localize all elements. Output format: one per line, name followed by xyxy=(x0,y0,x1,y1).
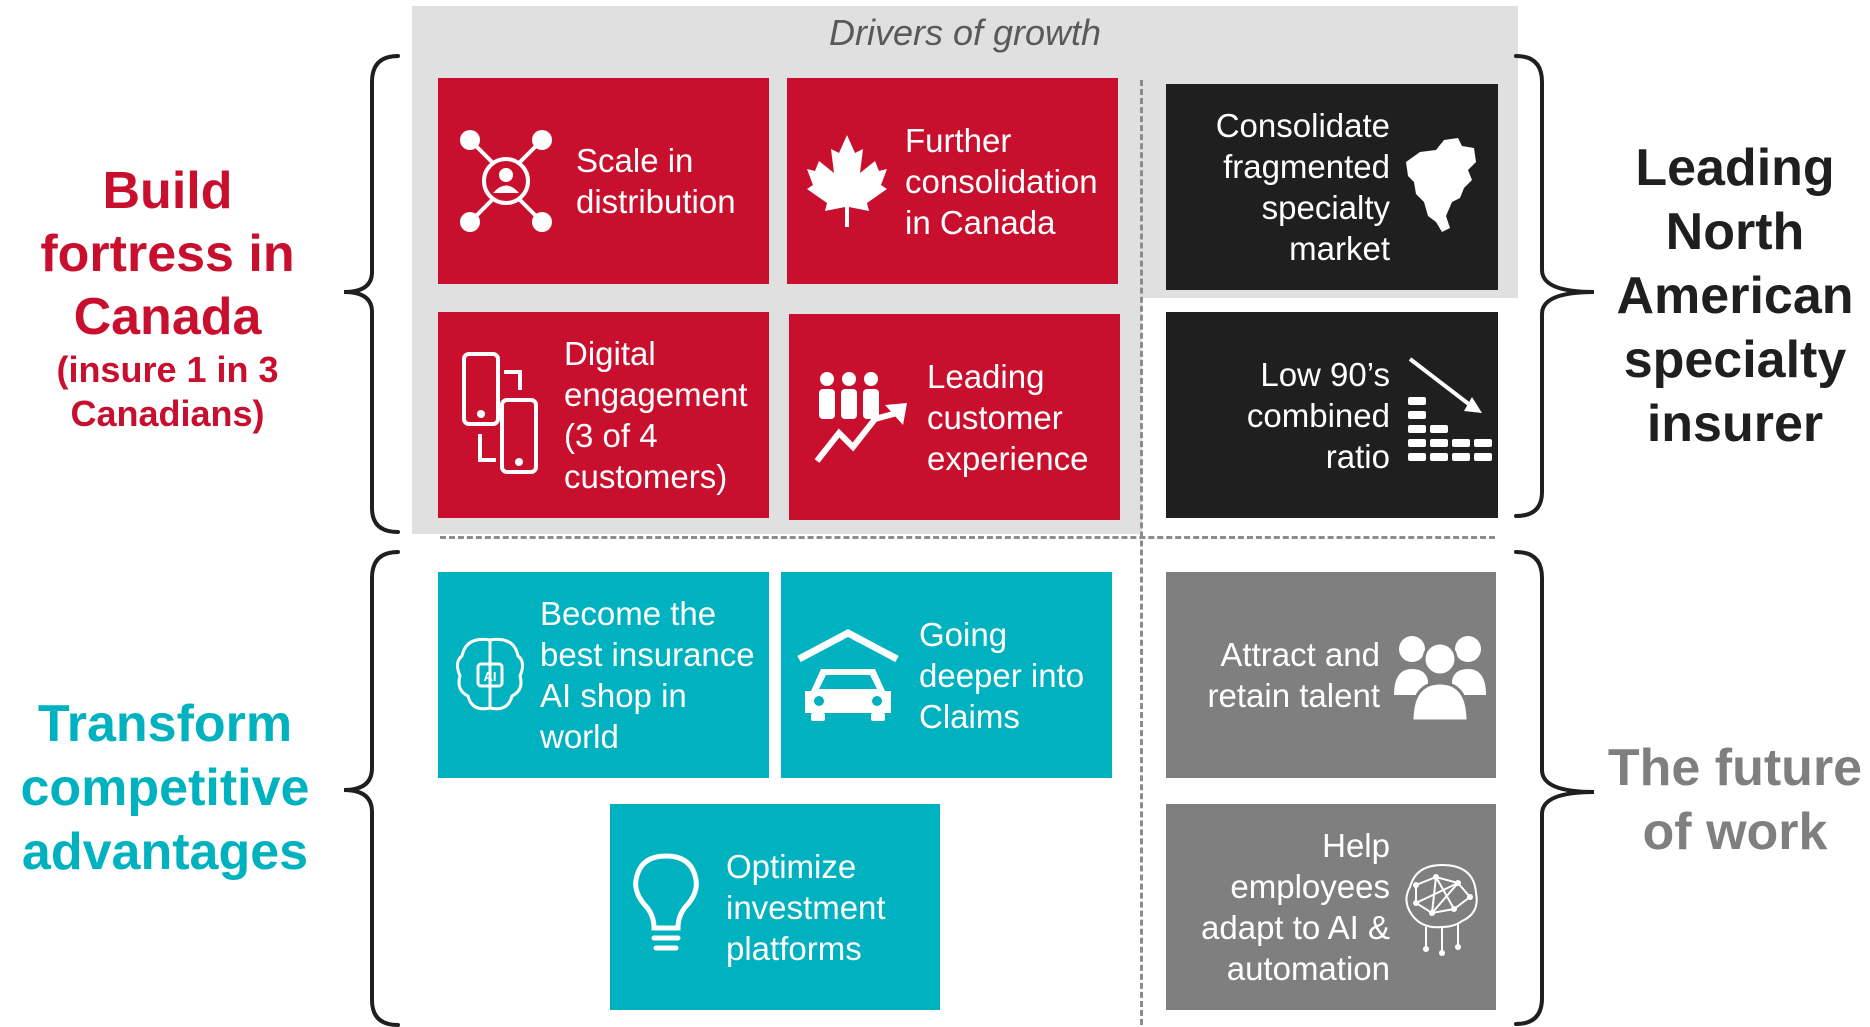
tile-digital-engagement: Digital engagement (3 of 4 customers) xyxy=(438,312,769,518)
tile-combined-ratio: Low 90’s combined ratio xyxy=(1166,312,1498,518)
people-growth-icon xyxy=(813,367,909,467)
tile-claims: Going deeper into Claims xyxy=(781,572,1112,778)
horizontal-divider xyxy=(440,536,1495,539)
neural-brain-icon xyxy=(1396,857,1486,957)
svg-text:AI: AI xyxy=(484,669,497,684)
tile-digital-text: Digital engagement (3 of 4 customers) xyxy=(564,335,748,495)
tile-employees-ai: Help employees adapt to AI & automation xyxy=(1166,804,1496,1010)
vertical-divider xyxy=(1140,80,1143,1025)
tile-ai-shop-text: Become the best insurance AI shop in wor… xyxy=(540,595,755,755)
build-fortress-title: Build fortress in Canada xyxy=(40,162,295,346)
left-bracket-top xyxy=(343,54,400,534)
smartphones-icon xyxy=(460,350,540,480)
tile-consolidate-specialty-text: Consolidate fragmented specialty market xyxy=(1215,107,1390,267)
ai-chip-icon: AI xyxy=(452,630,528,720)
tile-talent: Attract and retain talent xyxy=(1166,572,1496,778)
lightbulb-icon xyxy=(630,852,702,962)
maple-leaf-icon xyxy=(805,131,889,231)
network-person-icon xyxy=(456,126,556,236)
tile-consolidate-specialty: Consolidate fragmented specialty market xyxy=(1166,84,1498,290)
left-bracket-bottom xyxy=(343,550,400,1027)
declining-bars-icon xyxy=(1406,355,1494,475)
tile-customer-experience-text: Leading customer experience xyxy=(927,357,1089,477)
leading-north-american-label: Leading North American specialty insurer xyxy=(1616,139,1854,453)
tile-combined-ratio-text: Low 90’s combined ratio xyxy=(1246,355,1390,475)
tile-scale-text: Scale in distribution xyxy=(576,142,736,220)
build-fortress-label: Build fortress in Canada xyxy=(0,160,335,349)
tile-scale-distribution: Scale in distribution xyxy=(438,78,769,284)
tile-customer-experience: Leading customer experience xyxy=(789,314,1120,520)
future-of-work-label: The future of work xyxy=(1607,739,1863,861)
build-fortress-subtitle: (insure 1 in 3 Canadians) xyxy=(56,349,279,434)
car-garage-icon xyxy=(795,625,901,725)
drivers-title: Drivers of growth xyxy=(828,12,1102,53)
tile-consolidation-text: Further consolidation in Canada xyxy=(905,121,1098,241)
tile-employees-ai-text: Help employees adapt to AI & automation xyxy=(1201,827,1390,987)
tile-investment-text: Optimize investment platforms xyxy=(726,847,886,967)
right-bracket-bottom xyxy=(1514,550,1595,1026)
tile-consolidation-canada: Further consolidation in Canada xyxy=(787,78,1118,284)
right-bracket-top xyxy=(1514,54,1595,518)
north-america-map-icon xyxy=(1402,132,1482,242)
tile-investment: Optimize investment platforms xyxy=(610,804,940,1010)
tile-claims-text: Going deeper into Claims xyxy=(919,615,1085,735)
tile-ai-shop: AI Become the best insurance AI shop in … xyxy=(438,572,769,778)
tile-talent-text: Attract and retain talent xyxy=(1207,636,1380,714)
transform-label: Transform competitive advantages xyxy=(20,695,310,881)
people-group-icon xyxy=(1392,625,1488,725)
